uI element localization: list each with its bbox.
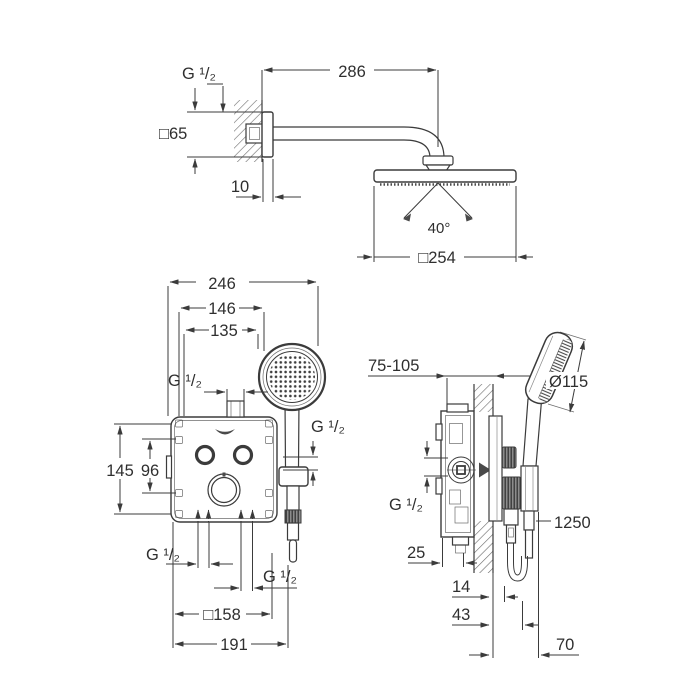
label-thread-bottom-left: G ¹/₂ [146, 546, 180, 564]
label-width-146: 146 [208, 300, 236, 318]
thermostat-knob-side[interactable] [501, 476, 522, 510]
valve-front-dimensions: 246 146 135 G ¹/₂ 145 96 G ¹/₂ [106, 275, 345, 654]
label-depth-70: 70 [556, 636, 574, 654]
top-supply-stub [226, 400, 245, 418]
section-arrow [479, 462, 491, 478]
hand-shower-head-side [524, 331, 574, 405]
spray-angle-line-left [403, 182, 439, 219]
shower-arm-bottom-edge [273, 139, 431, 159]
grohe-logo-badge [215, 429, 235, 435]
label-total-width: 246 [208, 275, 236, 293]
hose-outlet-fitting [503, 508, 519, 526]
box-tab-upper [435, 423, 443, 441]
plate-screws [175, 419, 273, 518]
hand-shower-spray-dots [269, 354, 315, 400]
head-shower-view [234, 100, 517, 222]
label-spray-angle: 40° [428, 220, 451, 237]
hand-shower-handle-side [522, 394, 543, 467]
label-thread-right: G ¹/₂ [311, 418, 345, 436]
cone-valve-knurl-front [284, 509, 302, 524]
wall-hatch-side-top [474, 384, 493, 412]
box-bottom-outlet [451, 536, 470, 546]
bottom-connection-arrows [195, 509, 256, 522]
label-thread-side: G ¹/₂ [389, 496, 423, 514]
arm-ball-joint-nut [422, 155, 454, 166]
label-depth-14: 14 [452, 578, 470, 596]
arm-flange [261, 111, 274, 158]
label-rough-in-size: □158 [203, 606, 241, 624]
thermostat-knob-inner[interactable] [210, 476, 238, 504]
label-install-depth: 75-105 [368, 357, 419, 375]
spray-angle-arrow-right [465, 213, 473, 222]
rough-in-box-top-tab [446, 403, 469, 413]
head-shower-dimensions: G ¹/₂ □65 286 10 40° □254 [159, 63, 533, 267]
box-tab-lower [435, 477, 443, 495]
label-depth-25: 25 [407, 544, 425, 562]
label-hand-shower-diameter: Ø115 [549, 373, 588, 391]
label-height-96: 96 [141, 462, 159, 480]
wall-union-fitting [245, 123, 264, 144]
wall-hatch-side-bottom [474, 521, 493, 573]
label-height-145: 145 [106, 462, 134, 480]
handle-hose-fitting-side [524, 529, 534, 559]
label-top-thread: G ¹/₂ [182, 65, 216, 83]
valve-side-dimensions: 75-105 Ø115 G ¹/₂ 1250 25 14 43 [368, 331, 594, 658]
spray-angle-arrow-left [403, 213, 411, 222]
label-thread-bottom-right2: G ¹/₂ [263, 568, 297, 586]
hose-outer-side [507, 543, 528, 582]
trim-plate-side [488, 415, 503, 522]
shower-arm-top-edge [273, 126, 445, 159]
upper-knob-side[interactable] [501, 446, 517, 469]
valve-front-view [165, 342, 327, 563]
label-width-135: 135 [210, 322, 238, 340]
hose-front [288, 539, 298, 563]
wall-union-inner [249, 127, 260, 140]
select-button-left[interactable] [194, 444, 216, 466]
label-depth-43: 43 [452, 606, 470, 624]
label-bottom-width: 191 [220, 636, 248, 654]
label-hose-length: 1250 [554, 514, 591, 532]
valve-side-view [435, 331, 574, 582]
handle-lower-front [286, 485, 300, 511]
knob-index-mark [222, 472, 226, 477]
plate-side-tab [165, 455, 173, 479]
spray-angle-line-right [437, 182, 473, 219]
label-head-size: □254 [418, 249, 456, 267]
hand-shower-holder-side [520, 465, 539, 512]
select-button-right[interactable] [232, 444, 254, 466]
head-shower-plate [373, 169, 517, 183]
hose-inner-side [513, 543, 522, 576]
handle-bottom-side [523, 510, 535, 531]
label-flange-depth: 10 [231, 178, 249, 196]
hose-fitting-front [286, 522, 300, 541]
label-arm-reach: 286 [338, 63, 366, 81]
label-flange-size: □65 [159, 125, 187, 143]
label-thread-top: G ¹/₂ [168, 372, 202, 390]
